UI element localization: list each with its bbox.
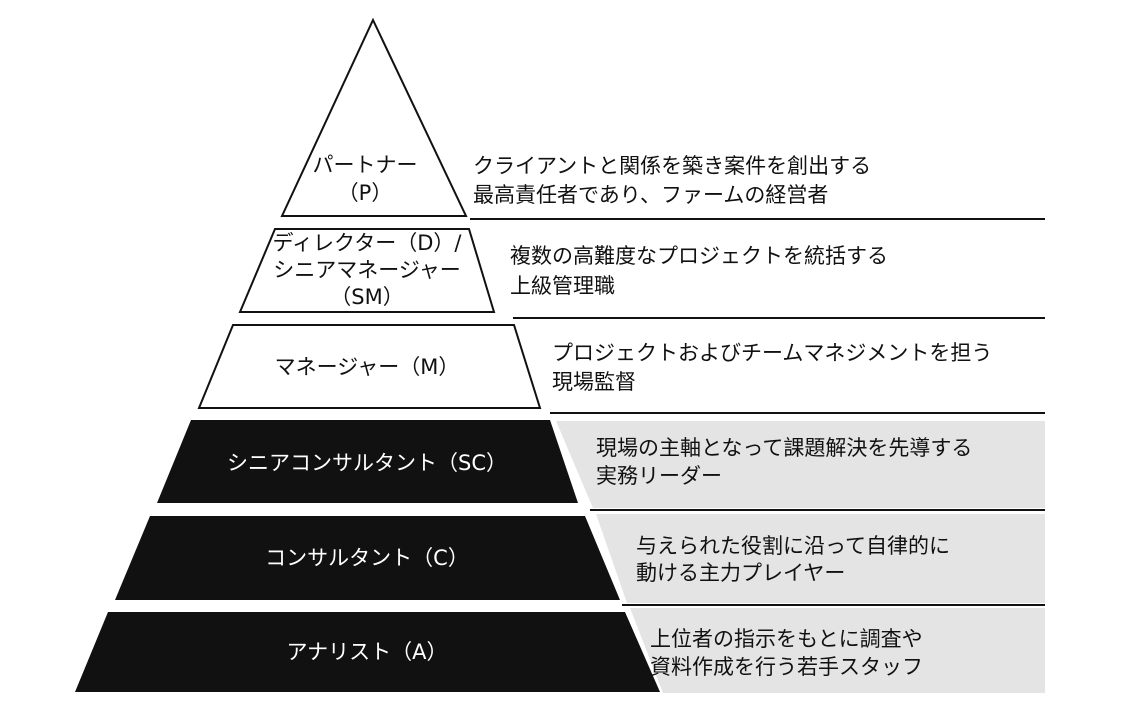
- desc-panel-c: [596, 514, 1045, 603]
- tier-partner: [280, 17, 468, 217]
- desc-sc-line1: 現場の主軸となって課題解決を先導する: [596, 436, 972, 460]
- desc-director-line1: 複数の高難度なプロジェクトを統括する: [510, 244, 888, 268]
- desc-c-line1: 与えられた役割に沿って自律的に: [636, 534, 950, 558]
- tier-label-partner-abbr: （P）: [338, 181, 393, 205]
- desc-manager-line1: プロジェクトおよびチームマネジメントを担う: [552, 341, 992, 365]
- tier-label-consultant: コンサルタント（C）: [265, 546, 469, 570]
- tier-label-sm-abbr: （SM）: [330, 285, 403, 309]
- desc-a-line1: 上位者の指示をもとに調査や: [650, 627, 923, 651]
- desc-director-line2: 上級管理職: [510, 274, 615, 298]
- tier-label-director: ディレクター（D）/: [273, 231, 463, 255]
- tier-senior-consultant: [157, 420, 578, 503]
- tier-label-partner: パートナー: [313, 153, 418, 177]
- tier-label-senior-manager: シニアマネージャー: [273, 258, 461, 282]
- tier-label-manager: マネージャー（M）: [275, 355, 460, 379]
- desc-partner-line1: クライアントと関係を築き案件を創出する: [473, 154, 871, 178]
- desc-partner-line2: 最高責任者であり、ファームの経営者: [473, 183, 828, 207]
- tier-director: [238, 228, 496, 313]
- tier-consultant: [115, 516, 620, 600]
- desc-panel-sc: [556, 421, 1045, 508]
- tier-manager: [197, 324, 542, 409]
- desc-a-line2: 資料作成を行う若手スタッフ: [650, 655, 923, 679]
- tier-label-analyst: アナリスト（A）: [287, 640, 448, 664]
- desc-sc-line2: 実務リーダー: [596, 464, 722, 488]
- desc-manager-line2: 現場監督: [552, 370, 636, 394]
- desc-panel-a: [630, 608, 1045, 693]
- tier-label-senior-consultant: シニアコンサルタント（SC）: [227, 451, 507, 475]
- desc-c-line2: 動ける主力プレイヤー: [636, 561, 845, 585]
- tier-analyst: [75, 612, 660, 692]
